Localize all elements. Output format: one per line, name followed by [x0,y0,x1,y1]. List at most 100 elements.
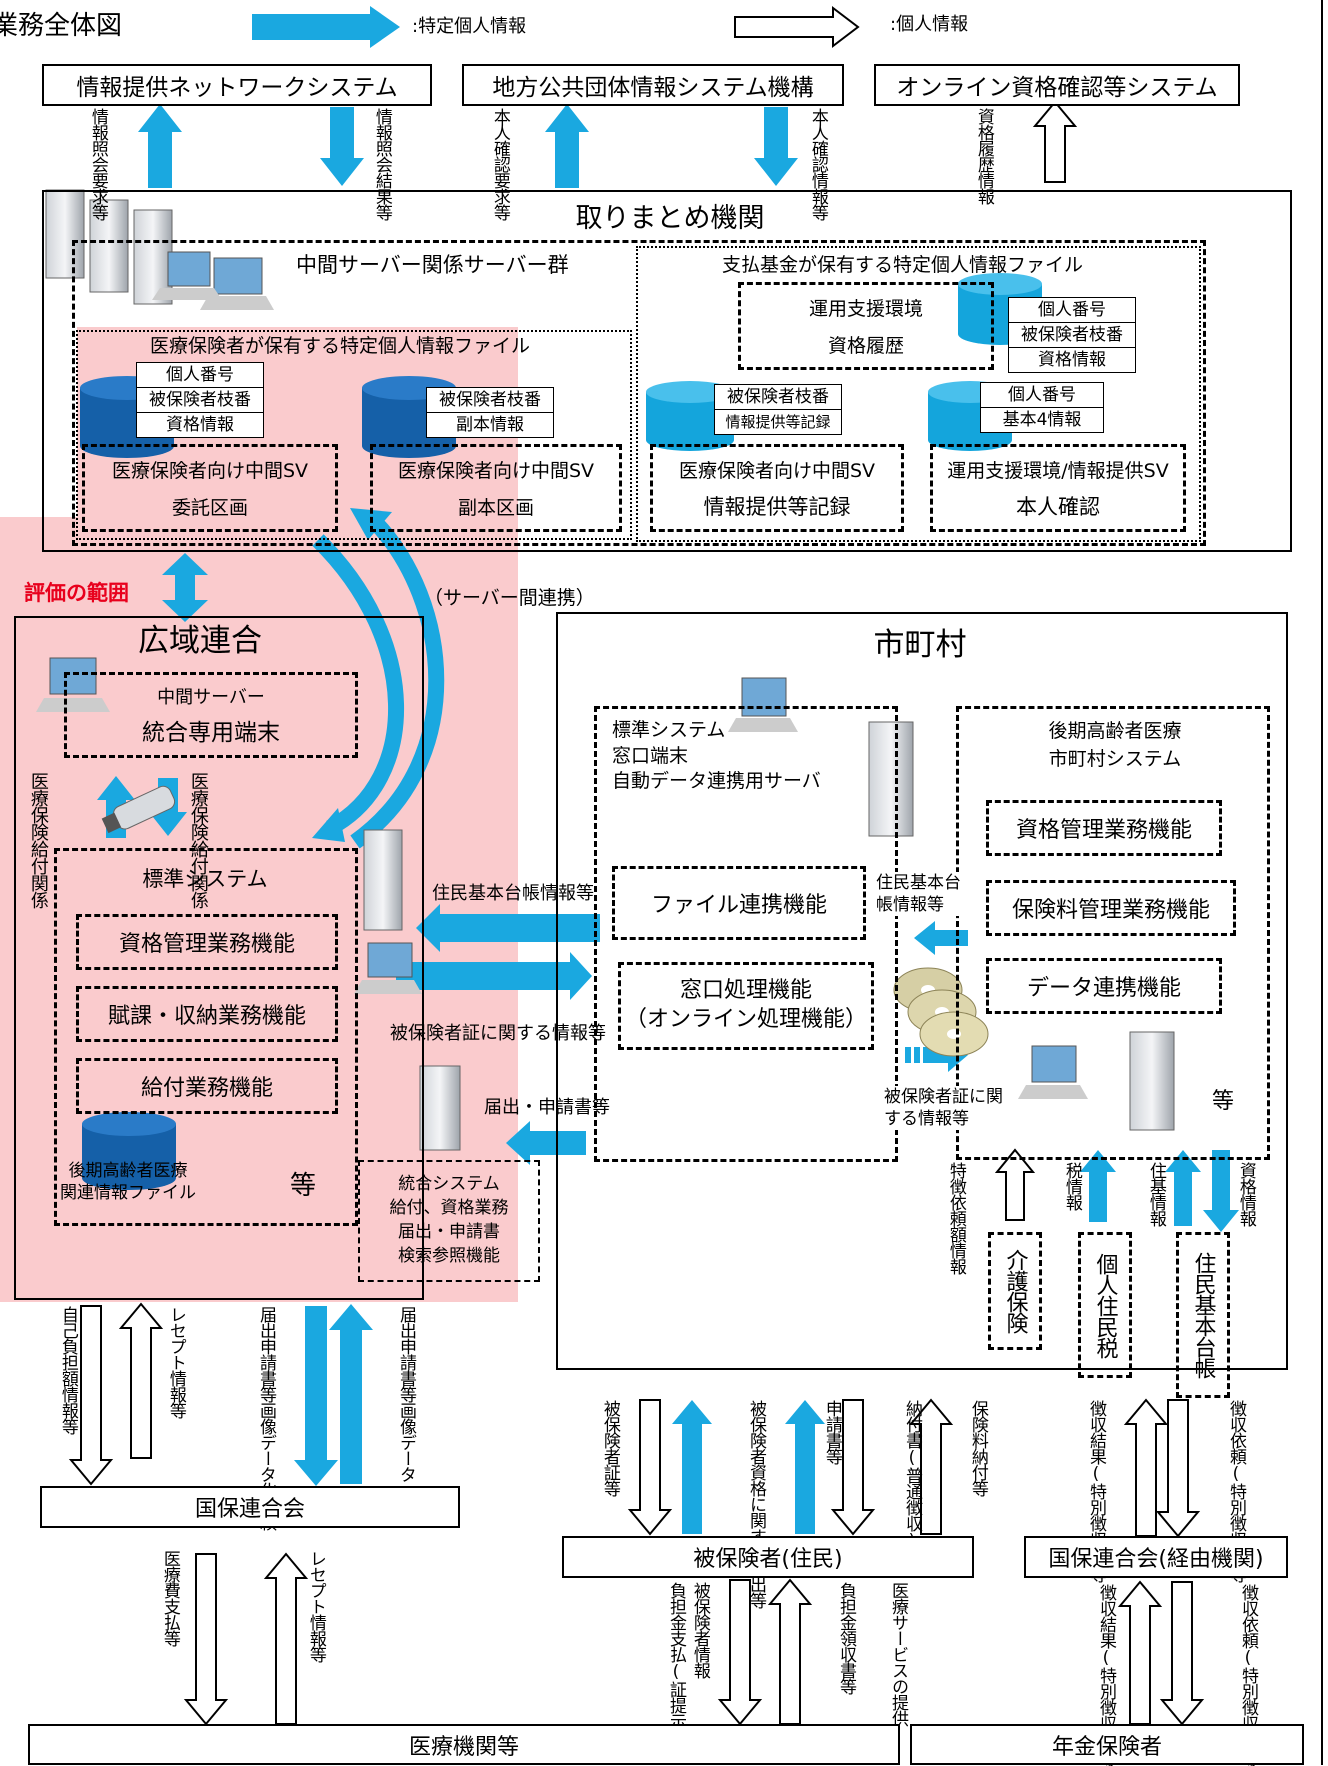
basic-area-line1: 運用支援環境/情報提供SV [947,459,1169,482]
kokuho-arrow-label: 届出申請書等画像データ化依頼 [256,1306,276,1530]
card-info-arrow [396,952,592,1000]
copy-area-line1: 医療保険者向け中間SV [397,460,595,482]
hub-title: 取りまとめ機関 [575,203,765,234]
legend-blue-arrow [252,6,400,48]
union-kokuho-arrows [68,1302,373,1486]
info-network-box: 情報提供ネットワークシステム [42,64,432,106]
file-link-label: ファイル連携機能 [650,893,827,918]
window-line2: （オンライン処理機能） [624,1007,867,1032]
insurer-file-box [76,330,632,540]
basic-db-cell: 基本4情報 [980,407,1104,433]
city-std-line1: 標準システム [612,719,726,741]
insured-arrow-label: 被保険者証等 [599,1400,620,1496]
insured-medical-label: 被保険者情報 [689,1582,710,1678]
care-box: 介護保険 [988,1232,1042,1350]
resident-info-label: 住民基本台帳情報等 [432,883,594,904]
card-info-label: 被保険者証に関する情報等 [390,1023,606,1044]
ops-hist-line1: 運用支援環境 [808,298,923,320]
city-icons [728,677,1175,1131]
integ-line4: 検索参照機能 [398,1245,500,1266]
union-func: 資格管理業務機能 [76,914,338,970]
insured-medical-label: 医療サービスの提供 [888,1582,908,1726]
kokuho-arrow-label: 届出申請書等画像データ [396,1306,416,1482]
city-std-line2: 窓口端末 [612,744,689,767]
city-func-label: データ連携機能 [1026,976,1181,1001]
jumin-box: 住民基本台帳 [1176,1232,1230,1398]
city-std-line3: 自動データ連携用サーバ [612,770,821,793]
union-box [14,616,424,1300]
legend-specific-label: :特定個人情報 [412,16,527,37]
basic-area-line2: 本人確認 [1016,494,1100,519]
insured-arrow-label: 申請書等 [821,1400,842,1464]
top-arrows [138,100,1078,188]
copy-db-cell: 被保険者枝番 [426,387,554,413]
elderly-line1: 後期高齢者医療 [1048,720,1182,742]
legend-personal-label: :個人情報 [890,14,969,35]
city-insured-arrows [627,1398,954,1536]
resident-info-arrow [416,904,600,952]
kokuho-arrow-label: 自己負担額情報等 [57,1306,78,1434]
online-qual-box: オンライン資格確認等システム [874,64,1240,106]
via-pension-label: 徴収依頼(特別徴収)等 [1238,1584,1258,1766]
city-via-arrows [1123,1398,1201,1538]
elderly-line2: 市町村システム [1048,747,1182,770]
hub-union-arrow [162,553,208,622]
copy-area-box: 医療保険者向け中間SV 副本区画 [370,444,622,532]
union-file-label: 後期高齢者医療 関連情報ファイル [38,1160,218,1204]
via-arrow-label: 徴収結果(特別徴収)等 [1086,1400,1106,1582]
window-line1: 窓口処理機能 [679,978,812,1004]
union-etc: 等 [290,1171,317,1201]
union-func-label: 資格管理業務機能 [118,932,295,957]
trust-db-cell: 被保険者枝番 [136,387,264,413]
trust-db-cell: 個人番号 [136,362,264,388]
union-func: 賦課・収納業務機能 [76,986,338,1042]
insured-medical-label: 負担金支払(証提示) [666,1582,686,1748]
jlis-res-label: 本人確認情報等 [807,108,828,220]
info-network-label: 情報提供ネットワークシステム [76,75,398,101]
kokuho-medical-label: レセプト情報等 [305,1550,326,1662]
jlis-req-label: 本人確認要求等 [489,108,510,220]
union-side-icons [354,829,461,1151]
union-func: 給付業務機能 [76,1058,338,1114]
ops-hist-line2: 資格履歴 [827,335,904,357]
window-box: 窓口処理機能 （オンライン処理機能） [618,962,874,1050]
page-title: 業務全体図 [0,11,123,41]
pension-box: 年金保険者 [910,1724,1304,1765]
terminal-line2: 統合専用端末 [142,720,280,746]
record-db-cell: 情報提供等記録 [714,409,842,435]
city-arrow-label: 住基情報 [1145,1162,1166,1226]
kokuho-medical-arrows [183,1552,309,1726]
insurer-file-title: 医療保険者が保有する特定個人情報ファイル [150,335,531,357]
city-arrow-label: 特徴依頼額情報 [945,1162,966,1274]
city-box [556,612,1288,1370]
copy-db-cell: 副本情報 [426,412,554,438]
net-req-label: 情報照会要求等 [87,108,108,220]
city-std-label: 標準システム 窓口端末 自動データ連携用サーバ [612,718,821,795]
city-std-box [594,706,898,1162]
elderly-label: 後期高齢者医療 市町村システム [970,718,1260,773]
file-link-box: ファイル連携機能 [612,866,866,940]
fund-file-box [636,246,1201,542]
record-area-line2: 情報提供等記録 [703,494,851,519]
ops-db-cell: 資格情報 [1008,347,1136,373]
city-func-label: 保険料管理業務機能 [1011,898,1210,923]
medical-label: 医療機関等 [408,1734,519,1760]
apply-label: 届出・申請書等 [484,1097,610,1118]
server-link-arrow-down [312,534,404,836]
online-qual-label: オンライン資格確認等システム [896,75,1218,101]
integ-line2: 給付、資格業務 [389,1198,509,1219]
kokuho-box: 国保連合会 [40,1486,460,1528]
union-func-label: 賦課・収納業務機能 [107,1004,306,1029]
ops-db-cell: 個人番号 [1008,297,1136,323]
city-arrow-label: 資格情報 [1235,1162,1256,1226]
union-file-line1: 後期高齢者医療 [68,1161,188,1181]
insured-medical-label: 負担金領収書等 [836,1582,856,1694]
city-title: 市町村 [873,627,967,663]
online-hist-label: 資格履歴情報 [973,108,994,204]
union-std-box [54,848,358,1226]
cd-discs-icon [893,967,989,1057]
ops-hist-box: 運用支援環境 資格履歴 [738,282,994,370]
fund-file-title: 支払基金が保有する特定個人情報ファイル [722,254,1084,276]
ins-right-label: 医療保険給付関係 [187,772,209,908]
kokuho-arrow-label: レセプト情報等 [165,1306,186,1418]
